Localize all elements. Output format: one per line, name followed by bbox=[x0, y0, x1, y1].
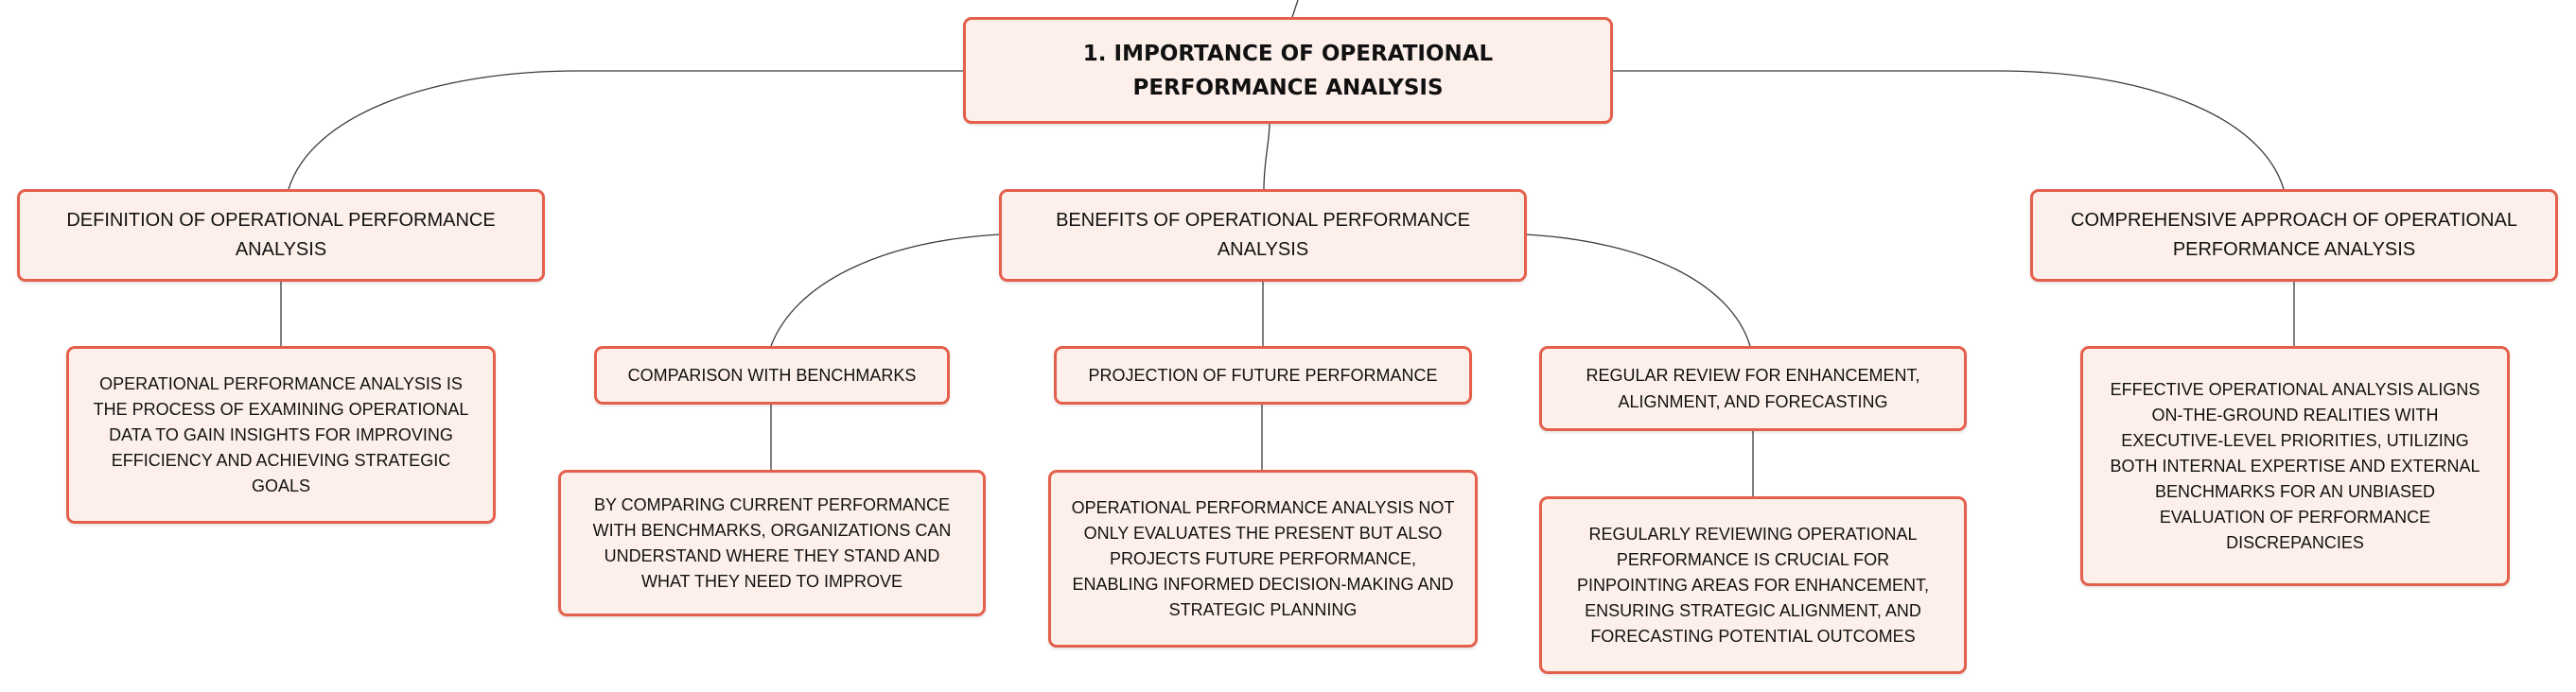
connector-root-to-benefits bbox=[1263, 122, 1270, 190]
topic-label-comprehensive: COMPREHENSIVE APPROACH OF OPERATIONAL PE… bbox=[2071, 210, 2517, 260]
topic-label-definition: DEFINITION OF OPERATIONAL PERFORMANCE AN… bbox=[66, 210, 496, 260]
subtopic-node-regular-review[interactable]: REGULAR REVIEW FOR ENHANCEMENT, ALIGNMEN… bbox=[1539, 346, 1967, 431]
subtopic-label-projection: PROJECTION OF FUTURE PERFORMANCE bbox=[1088, 366, 1438, 385]
topic-label-benefits: BENEFITS OF OPERATIONAL PERFORMANCE ANAL… bbox=[1056, 210, 1470, 260]
detail-node-regular-review[interactable]: REGULARLY REVIEWING OPERATIONAL PERFORMA… bbox=[1539, 496, 1967, 674]
detail-node-comprehensive[interactable]: EFFECTIVE OPERATIONAL ANALYSIS ALIGNS ON… bbox=[2080, 346, 2510, 586]
detail-text-regular-review: REGULARLY REVIEWING OPERATIONAL PERFORMA… bbox=[1576, 524, 1930, 646]
connector-root-to-comprehensive bbox=[1613, 70, 2285, 190]
subtopic-label-comparison: COMPARISON WITH BENCHMARKS bbox=[627, 366, 917, 385]
subtopic-node-comparison[interactable]: COMPARISON WITH BENCHMARKS bbox=[594, 346, 950, 405]
connector-benefits-to-regular-review bbox=[1524, 234, 1751, 347]
root-topic-node[interactable]: 1. IMPORTANCE OF OPERATIONAL PERFORMANCE… bbox=[963, 17, 1613, 124]
subtopic-node-projection[interactable]: PROJECTION OF FUTURE PERFORMANCE bbox=[1054, 346, 1472, 405]
topic-node-definition[interactable]: DEFINITION OF OPERATIONAL PERFORMANCE AN… bbox=[17, 189, 545, 282]
detail-node-definition[interactable]: OPERATIONAL PERFORMANCE ANALYSIS IS THE … bbox=[66, 346, 496, 524]
detail-node-projection[interactable]: OPERATIONAL PERFORMANCE ANALYSIS NOT ONL… bbox=[1048, 470, 1478, 648]
connector-root-to-definition bbox=[288, 70, 963, 190]
root-topic-label: 1. IMPORTANCE OF OPERATIONAL PERFORMANCE… bbox=[1082, 41, 1494, 100]
detail-text-comprehensive: EFFECTIVE OPERATIONAL ANALYSIS ALIGNS ON… bbox=[2110, 379, 2480, 552]
detail-text-definition: OPERATIONAL PERFORMANCE ANALYSIS IS THE … bbox=[93, 373, 469, 495]
connector-benefits-to-comparison bbox=[770, 234, 1002, 347]
connector-parent-to-root bbox=[1291, 0, 1299, 18]
detail-node-comparison[interactable]: BY COMPARING CURRENT PERFORMANCE WITH BE… bbox=[558, 470, 986, 616]
detail-text-comparison: BY COMPARING CURRENT PERFORMANCE WITH BE… bbox=[592, 494, 952, 591]
subtopic-label-regular-review: REGULAR REVIEW FOR ENHANCEMENT, ALIGNMEN… bbox=[1586, 366, 1920, 411]
detail-text-projection: OPERATIONAL PERFORMANCE ANALYSIS NOT ONL… bbox=[1071, 497, 1455, 619]
topic-node-comprehensive[interactable]: COMPREHENSIVE APPROACH OF OPERATIONAL PE… bbox=[2030, 189, 2558, 282]
topic-node-benefits[interactable]: BENEFITS OF OPERATIONAL PERFORMANCE ANAL… bbox=[999, 189, 1527, 282]
